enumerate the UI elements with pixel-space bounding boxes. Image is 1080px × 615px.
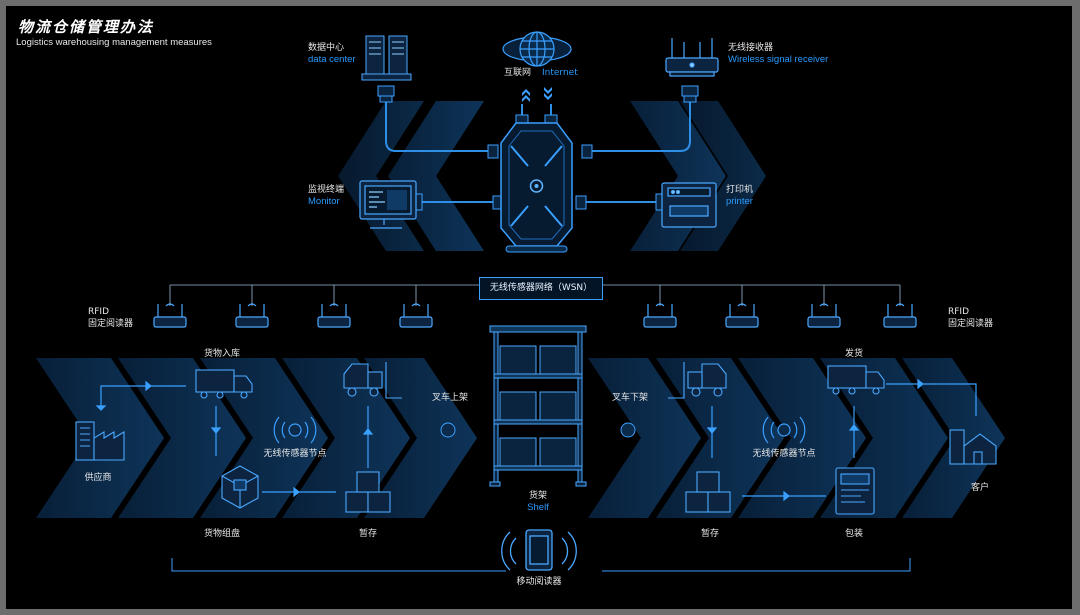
data-center-label: 数据中心 data center: [308, 42, 356, 66]
shelf-zh: 货架: [528, 491, 547, 501]
rfid-readers: [153, 303, 917, 328]
truck-icon: [195, 369, 253, 399]
monitor-label: 监视终端 Monitor: [308, 184, 344, 208]
wireless-receiver-zh: 无线接收器: [728, 43, 774, 53]
mobile-reader-label: 移动阅读器: [516, 577, 562, 587]
forklift-up-label: 叉车上架: [431, 393, 469, 403]
printer-en: printer: [726, 196, 753, 207]
rfid-reader-icon: [807, 303, 841, 328]
rfid-reader-icon: [643, 303, 677, 328]
sensor-node-icon: [440, 422, 636, 438]
boxes-icon: [685, 471, 731, 513]
mobile-reader-bracket: [171, 558, 911, 572]
packing-machine-icon: [835, 467, 875, 515]
rfid-right-line1: RFID: [948, 307, 970, 317]
rfid-reader-icon: [153, 303, 187, 328]
monitor-zh: 监视终端: [308, 185, 345, 195]
supplier-label: 供应商: [84, 473, 112, 483]
sensor-left-label: 无线传感器节点: [263, 449, 327, 459]
diagram-frame: 物流仓储管理办法 Logistics warehousing managemen…: [6, 6, 1072, 609]
truck-icon: [827, 365, 885, 395]
temp-left-label: 暂存: [358, 529, 378, 539]
packing-label: 包装: [844, 529, 864, 539]
monitor-en: Monitor: [308, 196, 340, 207]
rfid-reader-icon: [725, 303, 759, 328]
rfid-left-line2: 固定阅读器: [88, 319, 134, 329]
house-icon: [949, 429, 997, 465]
logistics-diagram: [36, 31, 1005, 572]
monitor-icon: [359, 180, 417, 229]
central-hub-icon: [500, 122, 573, 253]
printer-zh: 打印机: [726, 185, 754, 195]
forklift-icon: [343, 362, 402, 399]
shelf-label: 货架 Shelf: [527, 490, 549, 514]
pallet-group-icon: [221, 465, 259, 509]
wsn-tree: [169, 284, 901, 306]
internet-zh: 互联网: [504, 68, 532, 78]
server-rack-icon: [361, 35, 412, 81]
globe-icon: [502, 31, 572, 67]
page-subtitle: Logistics warehousing management measure…: [16, 37, 212, 48]
data-center-zh: 数据中心: [308, 43, 345, 53]
flow-arrows: [95, 378, 977, 502]
rfid-right-line2: 固定阅读器: [948, 319, 994, 329]
mobile-phone-icon: [501, 529, 577, 571]
ship-label: 发货: [844, 349, 864, 359]
printer-label: 打印机 printer: [726, 184, 753, 208]
rfid-left-line1: RFID: [88, 307, 110, 317]
sensor-right-label: 无线传感器节点: [752, 449, 816, 459]
factory-icon: [75, 421, 125, 461]
rfid-reader-icon: [399, 303, 433, 328]
rfid-right-label: RFID 固定阅读器: [948, 306, 993, 330]
printer-icon: [661, 182, 717, 228]
temp-right-label: 暂存: [700, 529, 720, 539]
rfid-reader-icon: [883, 303, 917, 328]
page-title: 物流仓储管理办法: [18, 18, 155, 36]
pipe-couplers: [377, 85, 699, 211]
shelf-icon: [489, 325, 587, 487]
forklift-icon: [668, 362, 727, 399]
rfid-reader-icon: [235, 303, 269, 328]
forklift-down-label: 叉车下架: [611, 393, 649, 403]
customer-label: 客户: [970, 483, 990, 493]
internet-arrows-icon: [522, 87, 552, 102]
wsn-label: 无线传感器网络（WSN）: [479, 277, 603, 300]
rfid-reader-icon: [317, 303, 351, 328]
hub-connections: [385, 96, 691, 203]
rfid-left-label: RFID 固定阅读器: [88, 306, 133, 330]
data-center-en: data center: [308, 54, 356, 65]
wireless-receiver-en: Wireless signal receiver: [728, 54, 829, 65]
goods-group-label: 货物组盘: [203, 529, 241, 539]
internet-en: Internet: [542, 68, 578, 78]
wireless-receiver-icon: [665, 38, 719, 77]
sensor-node-icon: [762, 416, 806, 444]
goods-in-label: 货物入库: [203, 349, 241, 359]
boxes-icon: [345, 471, 391, 513]
shelf-en: Shelf: [527, 502, 549, 513]
wireless-receiver-label: 无线接收器 Wireless signal receiver: [728, 42, 828, 66]
sensor-node-icon: [273, 416, 317, 444]
